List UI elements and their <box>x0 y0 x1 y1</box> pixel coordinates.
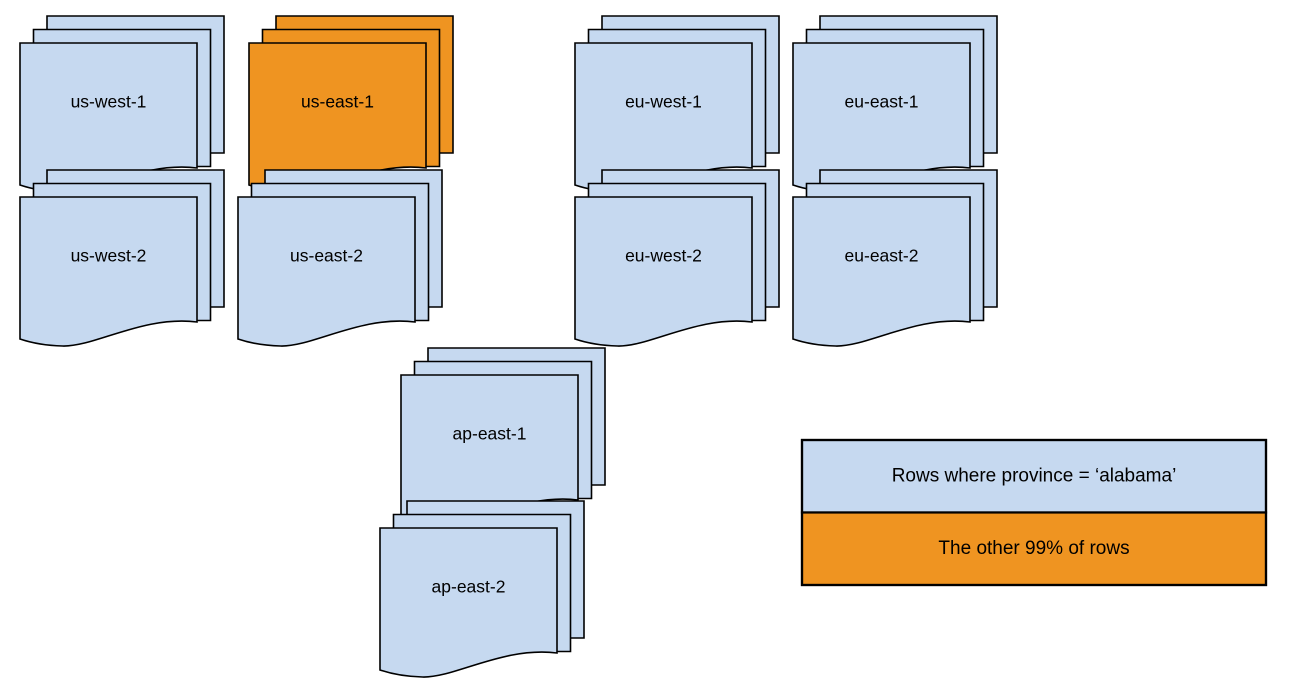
document-stack-ap-east-1[interactable]: ap-east-1 <box>400 347 606 525</box>
document-stack-eu-east-1[interactable]: eu-east-1 <box>792 15 998 193</box>
document-sheet-front <box>792 196 971 347</box>
document-stack-us-west-1[interactable]: us-west-1 <box>19 15 225 193</box>
document-stack-us-east-1[interactable]: us-east-1 <box>248 15 454 193</box>
document-stack-eu-west-1[interactable]: eu-west-1 <box>574 15 780 193</box>
document-sheet-front <box>237 196 416 347</box>
document-sheet-front <box>19 196 198 347</box>
legend-swatch-0 <box>800 438 1268 514</box>
document-stack-eu-west-2[interactable]: eu-west-2 <box>574 169 780 347</box>
document-stack-us-east-2[interactable]: us-east-2 <box>237 169 443 347</box>
legend: Rows where province = ‘alabama’The other… <box>800 438 1268 587</box>
document-sheet-front <box>574 196 753 347</box>
document-stack-eu-east-2[interactable]: eu-east-2 <box>792 169 998 347</box>
legend-outer-border <box>800 438 1268 587</box>
legend-row-other: The other 99% of rows <box>800 511 1268 587</box>
document-stack-ap-east-2[interactable]: ap-east-2 <box>379 500 585 678</box>
document-sheet-front <box>379 527 558 678</box>
document-stack-us-west-2[interactable]: us-west-2 <box>19 169 225 347</box>
legend-row-alabama: Rows where province = ‘alabama’ <box>800 438 1268 514</box>
legend-swatch-1 <box>800 511 1268 587</box>
